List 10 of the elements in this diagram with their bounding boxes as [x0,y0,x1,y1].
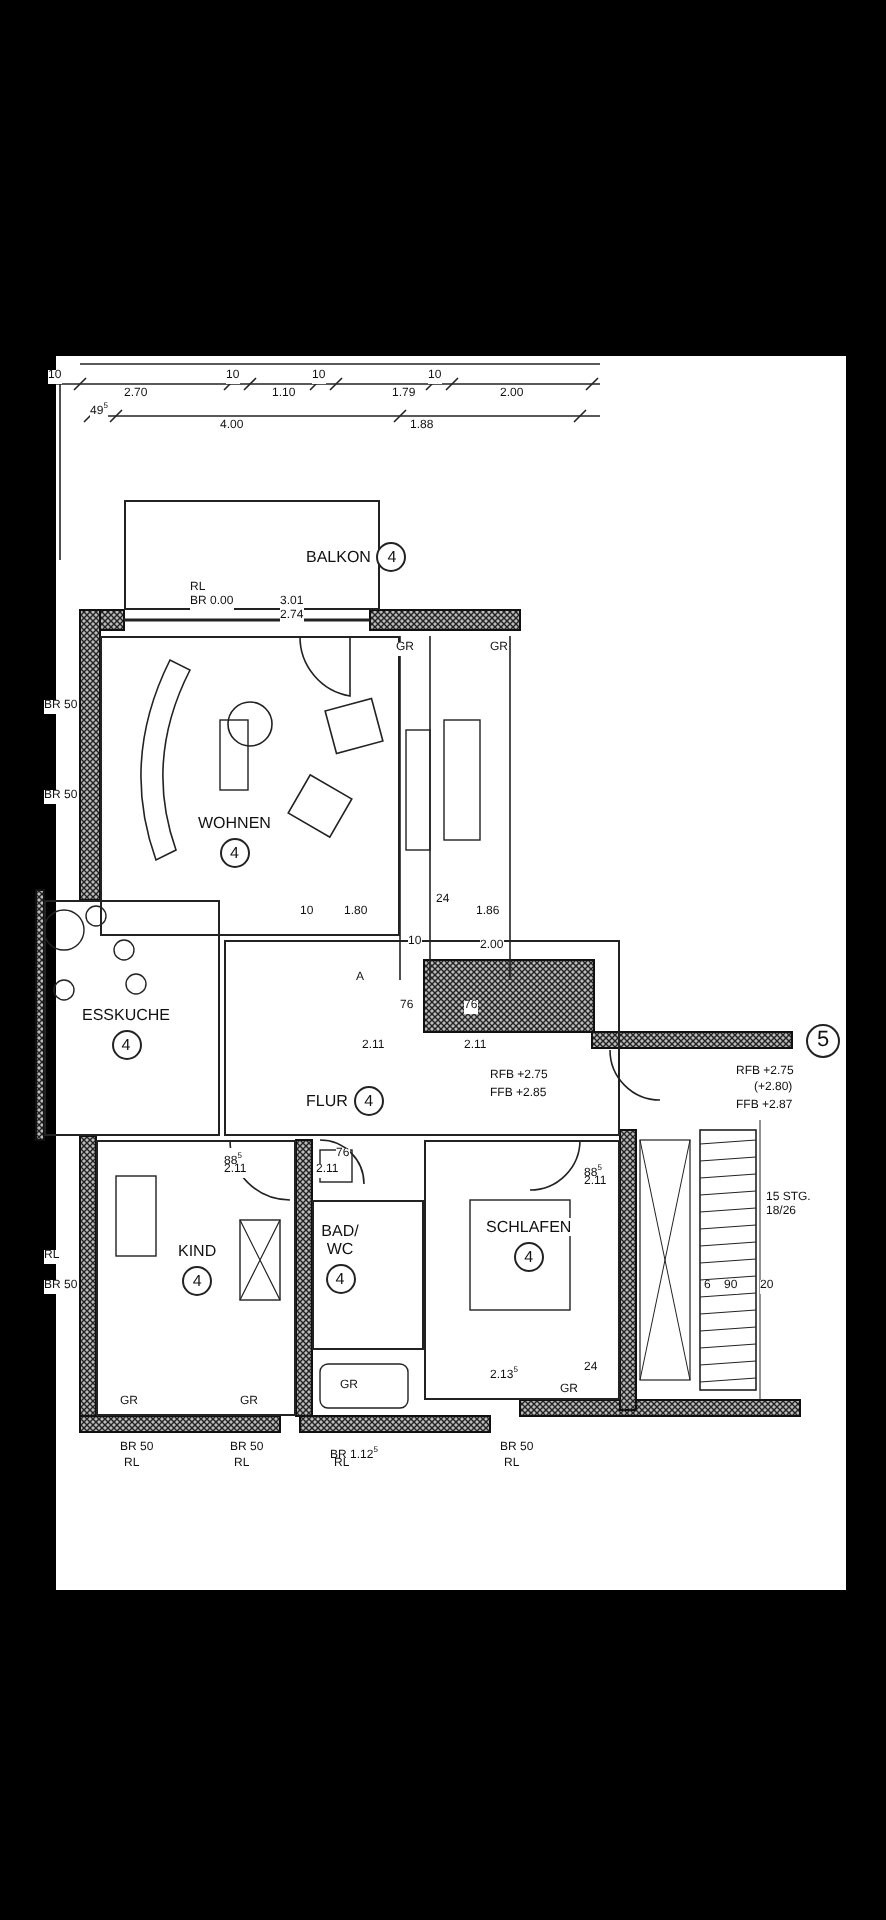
room-name: KIND [178,1242,217,1260]
room-outline [312,1200,424,1350]
room-outline [44,900,220,1136]
room-name: WOHNEN [198,814,271,832]
room-name: FLUR [306,1092,348,1110]
room-name: BALKON [306,548,371,566]
room-name: ESSKUCHE [82,1006,171,1024]
room-name: BAD/ WC [318,1222,362,1258]
room-name: SCHLAFEN [486,1218,572,1236]
room-outline [100,636,400,936]
